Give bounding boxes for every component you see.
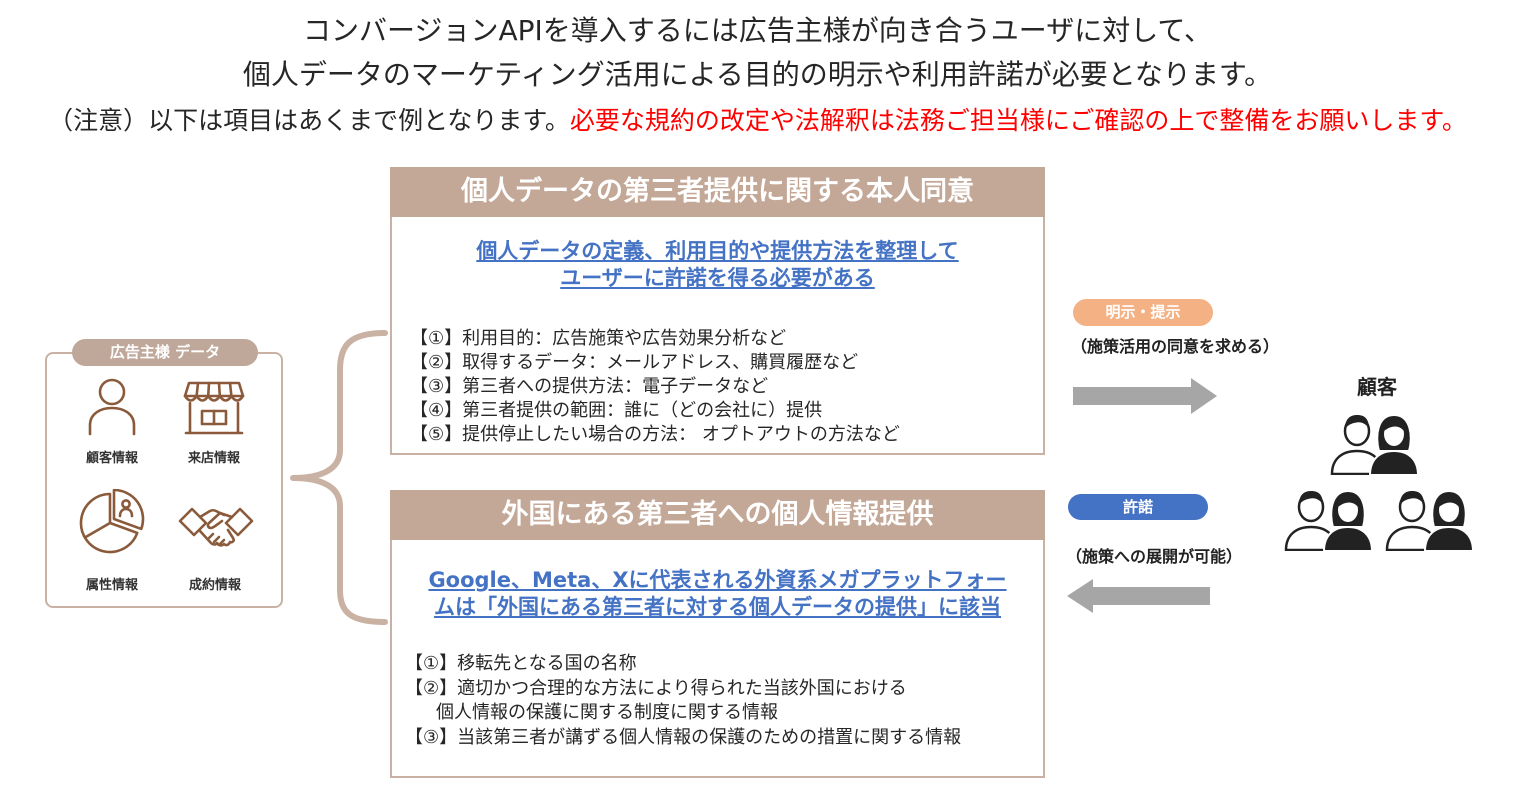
handshake-icon xyxy=(178,507,254,547)
customer-info-label: 顧客情報 xyxy=(85,451,138,466)
consent-item-3: 【③】第三者への提供方法：電子データなど xyxy=(410,376,769,397)
consent-highlight-line-2: ユーザーに許諾を得る必要がある xyxy=(392,265,1043,292)
consent-badge: 許諾 xyxy=(1068,494,1208,520)
store-icon xyxy=(183,381,245,435)
contract-info-label: 成約情報 xyxy=(188,578,241,593)
visit-info-label: 来店情報 xyxy=(187,451,240,466)
left-arrow xyxy=(1067,579,1210,613)
woman-icon xyxy=(1322,489,1374,551)
consent-section-body: 個人データの定義、利用目的や提供方法を整理して ユーザーに許諾を得る必要がある … xyxy=(390,217,1045,455)
title-line-2: 個人データのマーケティング活用による目的の明示や利用許諾が必要となります。 xyxy=(242,58,1273,91)
consent-highlight-text-1: 個人データの定義、利用目的や提供方法を整理して xyxy=(476,239,959,263)
foreign-section-title: 外国にある第三者への個人情報提供 xyxy=(390,490,1045,540)
disclose-caption: （施策活用の同意を求める） xyxy=(1070,337,1279,356)
advertiser-data-label: 広告主様 データ xyxy=(72,339,258,366)
attribute-info-label: 属性情報 xyxy=(85,578,138,593)
consent-highlight-line-1: 個人データの定義、利用目的や提供方法を整理して xyxy=(392,238,1043,265)
foreign-highlight-text-1: Google、Meta、Xに代表される外資系メガプラットフォー xyxy=(428,568,1007,592)
foreign-item-2: 【②】適切かつ合理的な方法により得られた当該外国における xyxy=(405,677,907,699)
note-text: （注意）以下は項目はあくまで例となります。 xyxy=(48,106,570,135)
consent-item-4: 【④】第三者提供の範囲：誰に（どの会社に）提供 xyxy=(410,400,823,421)
note-line: （注意）以下は項目はあくまで例となります。必要な規約の改定や法解釈は法務ご担当様… xyxy=(0,104,1515,138)
woman-icon xyxy=(1368,413,1420,475)
foreign-item-3: 【③】当該第三者が講ずる個人情報の保護のための措置に関する情報 xyxy=(405,726,962,748)
customer-group-icon xyxy=(1284,489,1374,551)
consent-highlight-text-2: ユーザーに許諾を得る必要がある xyxy=(560,266,875,290)
foreign-highlight-line-2: ムは「外国にある第三者に対する個人データの提供」に該当 xyxy=(392,594,1043,621)
foreign-highlight-line-1: Google、Meta、Xに代表される外資系メガプラットフォー xyxy=(392,567,1043,594)
man-icon xyxy=(1284,491,1338,551)
consent-item-5: 【⑤】提供停止したい場合の方法： オプトアウトの方法など xyxy=(410,424,900,445)
curly-brace xyxy=(290,330,388,625)
consent-item-1: 【①】利用目的：広告施策や広告効果分析など xyxy=(410,328,787,349)
customer-group-icon xyxy=(1330,413,1420,475)
foreign-item-1: 【①】移転先となる国の名称 xyxy=(405,653,637,674)
title-line-1: コンバージョンAPIを導入するには広告主様が向き合うユーザに対して、 xyxy=(303,14,1212,47)
man-icon xyxy=(1385,491,1439,551)
man-icon xyxy=(1330,415,1384,475)
consent-item-2: 【②】取得するデータ：メールアドレス、購買履歴など xyxy=(410,352,859,373)
customer-group-icon xyxy=(1385,489,1475,551)
advertiser-data-box xyxy=(45,352,283,608)
foreign-section-body: Google、Meta、Xに代表される外資系メガプラットフォー ムは「外国にある… xyxy=(390,540,1045,778)
woman-icon xyxy=(1423,489,1475,551)
consent-section-title: 個人データの第三者提供に関する本人同意 xyxy=(390,167,1045,217)
right-arrow xyxy=(1073,378,1217,414)
foreign-item-2-continuation: 個人情報の保護に関する制度に関する情報 xyxy=(436,702,778,724)
warning-text: 必要な規約の改定や法解釈は法務ご担当様にご確認の上で整備をお願いします。 xyxy=(569,106,1467,135)
disclose-badge: 明示・提示 xyxy=(1073,299,1213,326)
person-icon xyxy=(88,378,136,436)
customer-label: 顧客 xyxy=(1357,375,1397,399)
pie-chart-icon xyxy=(79,489,145,554)
consent-caption: （施策への展開が可能） xyxy=(1065,547,1242,566)
foreign-highlight-text-2: ムは「外国にある第三者に対する個人データの提供」に該当 xyxy=(434,595,1001,619)
